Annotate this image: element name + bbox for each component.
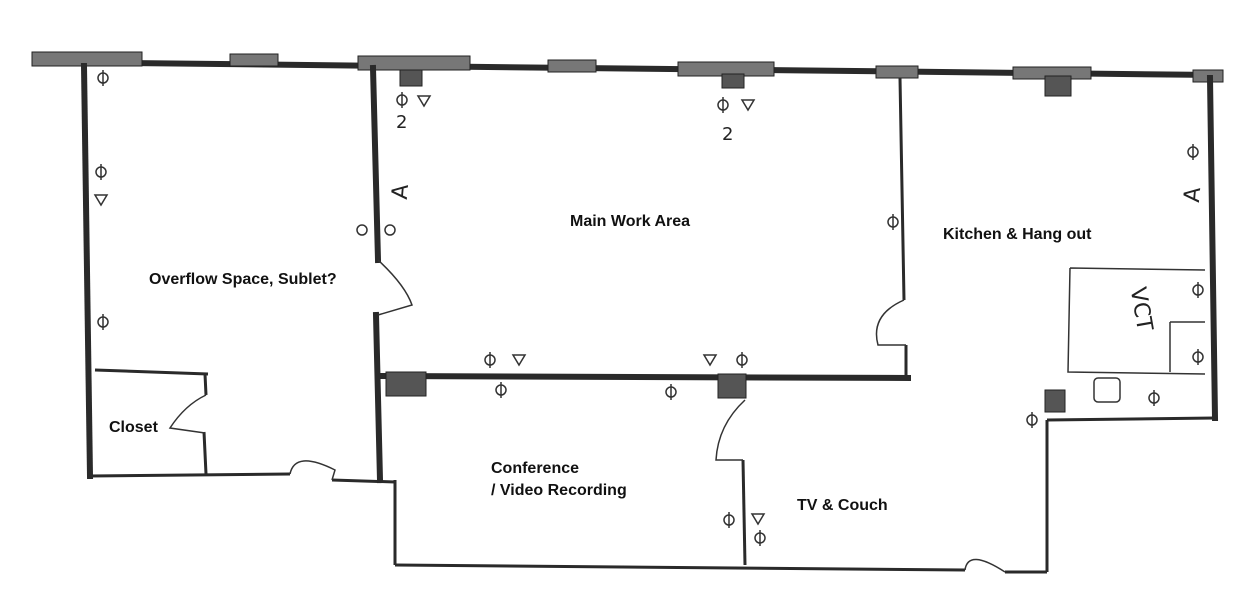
window: [875, 65, 919, 79]
sink: [1093, 377, 1121, 403]
column: [1044, 75, 1072, 97]
room-label-video-recording: / Video Recording: [491, 482, 627, 499]
room-label-closet: Closet: [109, 419, 158, 436]
overflow-door-swing: [289, 460, 336, 481]
handwritten-two: 2: [396, 112, 407, 133]
conference-bottom-wall: [394, 563, 1047, 574]
kitchen-counter-inner: [1169, 321, 1205, 372]
room-label-kitchen: Kitchen & Hang out: [943, 226, 1092, 243]
outlet-symbols: [95, 70, 1204, 546]
overflow-bottom-wall: [89, 472, 396, 484]
room-label-main-work: Main Work Area: [570, 213, 691, 230]
window: [547, 59, 597, 73]
data-jack-symbols: [93, 95, 766, 526]
conference-door-swing: [715, 399, 746, 461]
conference-right-wall: [741, 459, 747, 566]
kitchen-partition: [898, 77, 908, 380]
column: [717, 373, 747, 399]
column: [399, 69, 423, 87]
tv-door-swing: [964, 558, 1006, 573]
closet-right-wall: [202, 373, 208, 475]
column: [385, 371, 427, 397]
right-exterior-wall: [1206, 74, 1219, 422]
kitchen-lower-wall: [1046, 416, 1216, 422]
window: [229, 53, 279, 67]
handwritten-a-mark: A: [388, 183, 414, 200]
handwritten-a-mark: A: [1180, 186, 1206, 203]
closet-top-wall: [94, 368, 209, 376]
window: [31, 51, 143, 67]
room-label-tv: TV & Couch: [797, 497, 888, 514]
room-label-conference: Conference: [491, 460, 580, 477]
room-label-overflow: Overflow Space, Sublet?: [149, 271, 337, 288]
closet-door-swing: [168, 394, 207, 434]
column: [721, 73, 745, 89]
left-exterior-wall: [80, 62, 94, 480]
overflow-main-partition: [369, 64, 384, 484]
kitchen-door-swing: [875, 299, 906, 346]
conference-top-wall: [379, 372, 912, 382]
handwritten-vct: VCT: [1125, 285, 1157, 333]
main-work-door-swing: [377, 259, 413, 316]
kitchen-counter-outline: [1067, 267, 1206, 375]
handwritten-two: 2: [722, 124, 733, 145]
column: [1044, 389, 1066, 413]
